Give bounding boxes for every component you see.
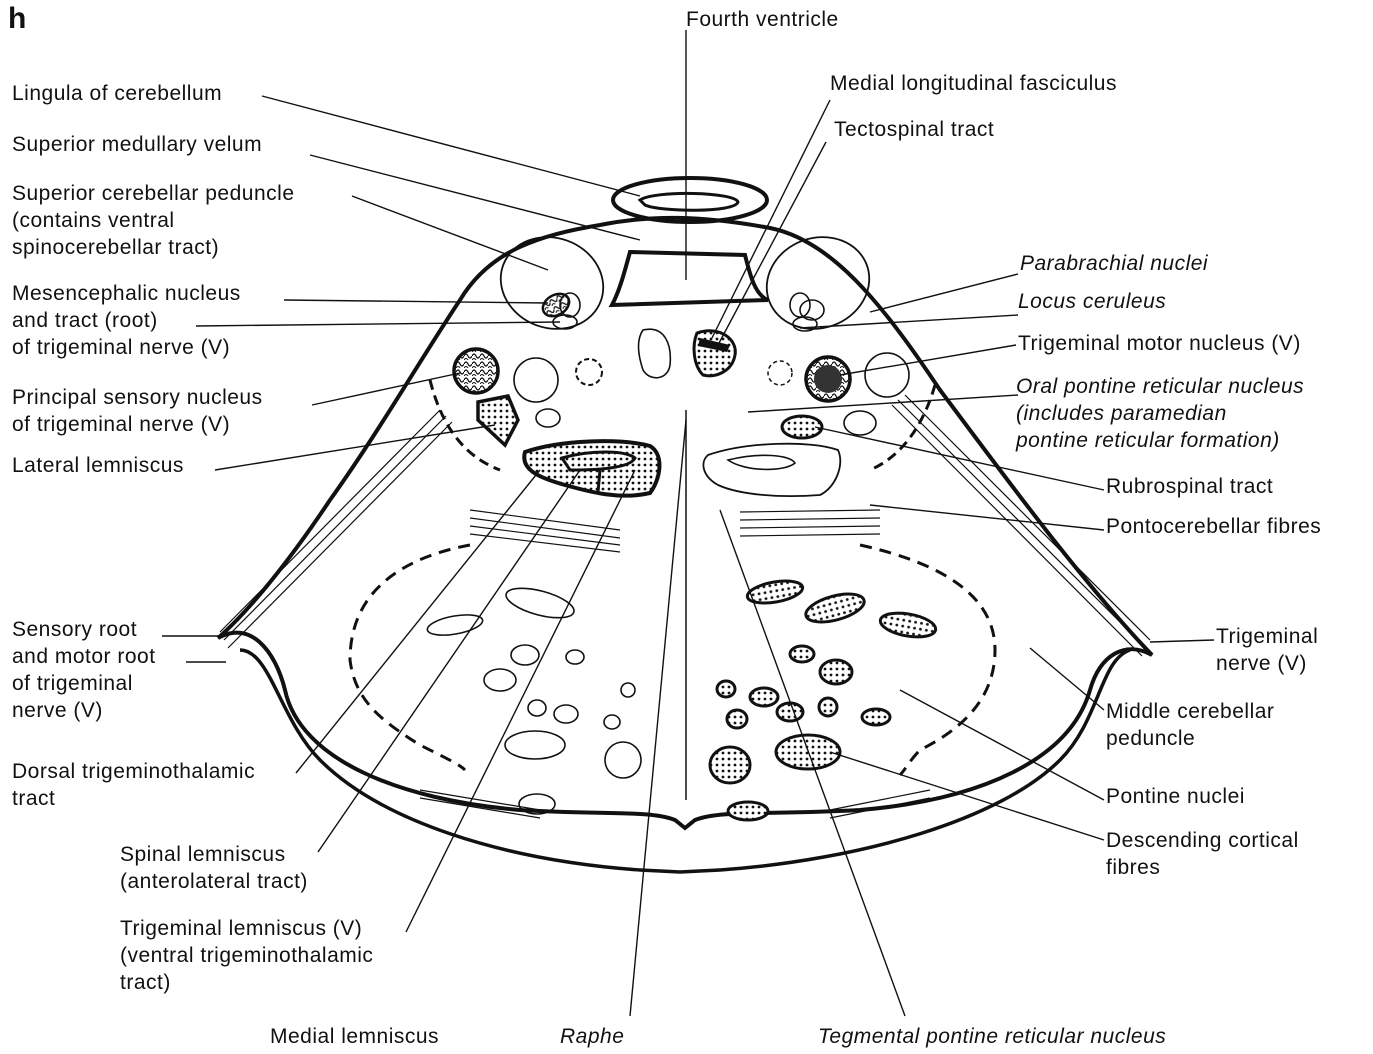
superior-cerebellar-peduncle-left xyxy=(488,223,617,343)
outline-circle-left xyxy=(514,358,558,402)
lingula-of-cerebellum xyxy=(613,178,767,222)
label-principal-sensory-nucleus: Principal sensory nucleus of trigeminal … xyxy=(12,384,263,438)
pons-basal-border xyxy=(240,650,1130,872)
descending-fibres-left xyxy=(426,582,641,814)
label-mesencephalic-nucleus: Mesencephalic nucleus and tract (root) o… xyxy=(12,280,241,361)
label-middle-cerebellar-peduncle: Middle cerebellar peduncle xyxy=(1106,698,1274,752)
label-trigeminal-nerve: Trigeminal nerve (V) xyxy=(1216,623,1318,677)
label-medial-lemniscus: Medial lemniscus xyxy=(270,1023,439,1050)
label-pontine-nuclei: Pontine nuclei xyxy=(1106,783,1245,810)
tectospinal-tract xyxy=(694,331,735,376)
panel-letter: h xyxy=(8,2,26,36)
label-tectospinal: Tectospinal tract xyxy=(834,116,994,143)
dashed-circle-right xyxy=(768,361,792,385)
dashed-circle-left xyxy=(576,359,602,385)
label-tegmental-pontine: Tegmental pontine reticular nucleus xyxy=(818,1023,1166,1050)
label-trigeminal-motor: Trigeminal motor nucleus (V) xyxy=(1018,330,1301,357)
label-spinal-lemniscus: Spinal lemniscus (anterolateral tract) xyxy=(120,841,308,895)
lateral-lemniscus xyxy=(478,396,518,445)
small-ellipse-left xyxy=(536,409,560,427)
label-superior-medullary-velum: Superior medullary velum xyxy=(12,131,262,158)
label-dorsal-trigeminothalamic: Dorsal trigeminothalamic tract xyxy=(12,758,255,812)
label-fourth-ventricle: Fourth ventricle xyxy=(686,6,839,33)
mlf-left xyxy=(638,329,670,378)
medial-lemniscus-right-inner xyxy=(728,455,795,469)
label-superior-cerebellar-peduncle: Superior cerebellar peduncle (contains v… xyxy=(12,180,295,261)
fourth-ventricle xyxy=(612,252,768,305)
pons-outline xyxy=(218,218,1152,828)
label-rubrospinal: Rubrospinal tract xyxy=(1106,473,1273,500)
label-sensory-motor-root: Sensory root and motor root of trigemina… xyxy=(12,616,156,724)
label-trigeminal-lemniscus: Trigeminal lemniscus (V) (ventral trigem… xyxy=(120,915,373,996)
label-raphe: Raphe xyxy=(560,1023,624,1050)
pontine-nuclei-dashed-right xyxy=(860,545,995,775)
label-pontocerebellar: Pontocerebellar fibres xyxy=(1106,513,1321,540)
medial-lemniscus-divider xyxy=(598,470,600,492)
label-parabrachial: Parabrachial nuclei xyxy=(1020,250,1208,277)
descending-fibres-right xyxy=(710,577,937,820)
label-mlf: Medial longitudinal fasciculus xyxy=(830,70,1117,97)
label-lingula: Lingula of cerebellum xyxy=(12,80,222,107)
label-descending-cortical: Descending cortical fibres xyxy=(1106,827,1299,881)
trigeminal-motor-core xyxy=(814,365,842,393)
label-lateral-lemniscus: Lateral lemniscus xyxy=(12,452,184,479)
mesencephalic-nucleus-left xyxy=(539,289,580,329)
label-oral-pontine: Oral pontine reticular nucleus (includes… xyxy=(1016,373,1304,454)
label-locus-ceruleus: Locus ceruleus xyxy=(1018,288,1166,315)
principal-sensory-nucleus xyxy=(454,349,498,393)
small-ellipse-right xyxy=(844,411,876,435)
outline-circle-right xyxy=(865,353,909,397)
